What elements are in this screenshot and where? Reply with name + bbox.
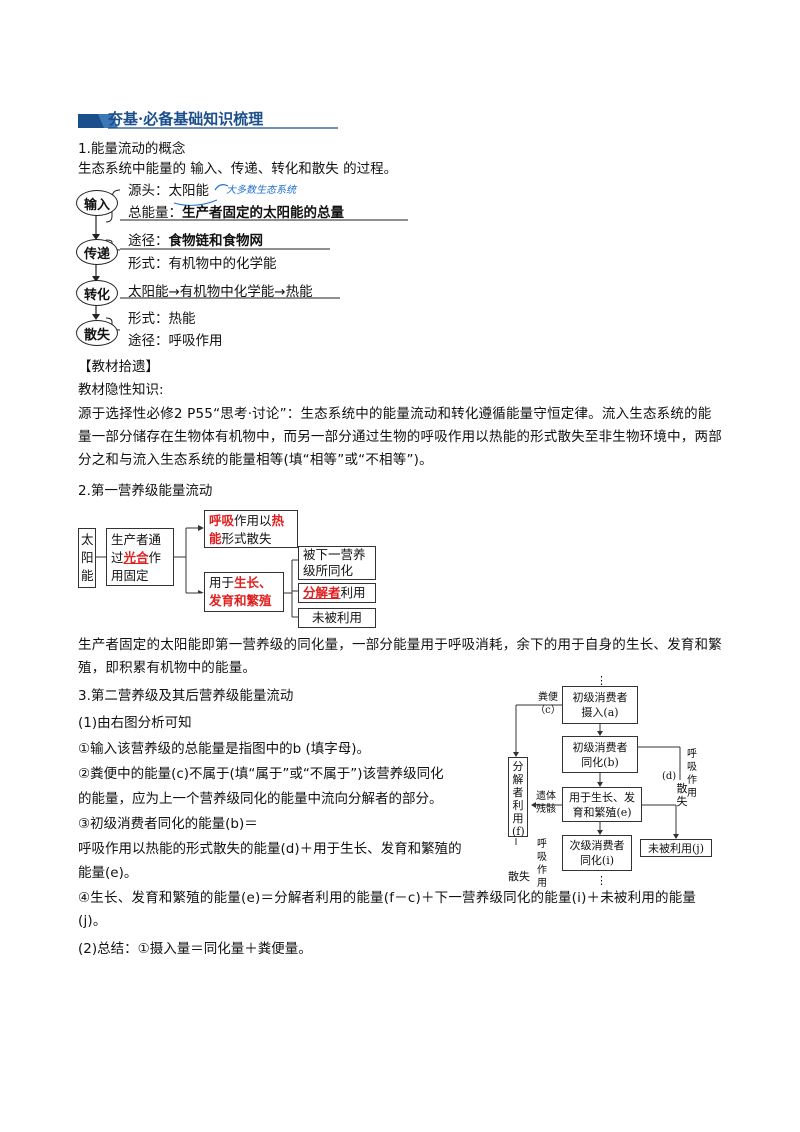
loss-right-label: 散失	[676, 782, 688, 808]
feces-label: 粪便（c）	[535, 692, 561, 716]
convert-chain: 太阳能→有机物中化学能→热能	[128, 284, 313, 300]
textbook-paragraph: 源于选择性必修2 P55“思考·讨论”：生态系统中的能量流动和转化遵循能量守恒定…	[78, 406, 722, 468]
sec2-paragraph: 生产者固定的太阳能即第一营养级的同化量，一部分能量用于呼吸消耗，余下的用于自身的…	[78, 637, 722, 676]
section-header-bar	[78, 114, 338, 129]
resp-left-label: 呼吸作用	[537, 839, 547, 889]
sec3-p5: ④生长、发育和繁殖的能量(e)＝分解者利用的能量(f－c)＋下一营养级同化的能量…	[78, 890, 697, 929]
growth-flow-box: 用于生长、发育和繁殖(e)	[562, 787, 642, 822]
intake-box: 初级消费者摄入(a)	[562, 686, 638, 724]
transfer-form: 形式：有机物中的化学能	[128, 256, 277, 272]
growth-box: 用于生长、发育和繁殖	[204, 572, 284, 612]
dots-top: ⋮	[596, 674, 607, 687]
remains-label: 遗体残骸	[536, 791, 556, 815]
handwritten-note: 大多数生态系统	[226, 185, 296, 196]
sec3-heading: 3.第二营养级及其后营养级能量流动	[78, 688, 294, 704]
dots-bottom: ⋮	[596, 874, 607, 887]
first-level-flow-lines	[96, 525, 298, 618]
transfer-path: 途径：食物链和食物网	[128, 233, 263, 249]
sec3-p4b: 呼吸作用以热能的形式散失的能量(d)＋用于生长、发育和繁殖的	[78, 841, 462, 857]
node-loss: 散失	[76, 320, 118, 346]
next-level-box: 被下一营养级所同化	[298, 546, 376, 580]
sec3-p6: (2)总结：①摄入量＝同化量＋粪便量。	[78, 941, 312, 957]
d-label: (d)	[662, 771, 677, 782]
sec3-p4c: 能量(e)。	[78, 865, 138, 881]
section-header-title: 夯基·必备基础知识梳理	[108, 110, 264, 128]
node-transfer: 传递	[76, 239, 118, 265]
sec2-heading: 2.第一营养级能量流动	[78, 483, 213, 499]
decomposer-flow-box: 分解者利用(f)	[508, 757, 528, 838]
sec3-p2: ①输入该营养级的总能量是指图中的b (填字母)。	[78, 741, 370, 757]
node-convert: 转化	[76, 280, 118, 306]
input-total: 总能量：生产者固定的太阳能的总量	[128, 205, 344, 221]
sec3-p1: (1)由右图分析可知	[78, 715, 192, 731]
loss-path: 途径：呼吸作用	[128, 333, 223, 349]
consumer-flow-lines	[513, 704, 681, 845]
sec3-p3b: 的能量，应为上一个营养级同化的能量中流向分解者的部分。	[78, 791, 443, 807]
sec3-p4a: ③初级消费者同化的能量(b)＝	[78, 816, 258, 832]
input-source: 源头：太阳能	[128, 183, 209, 199]
assim-box: 初级消费者同化(b)	[562, 736, 638, 773]
node-input: 输入	[76, 190, 118, 216]
producer-box: 生产者通过光合作用固定	[106, 528, 174, 586]
sec1-heading: 1.能量流动的概念	[78, 141, 186, 157]
sun-box: 太阳能	[78, 528, 96, 588]
sec1-definition: 生态系统中能量的 输入、传递、转化和散失 的过程。	[78, 161, 398, 177]
resp-right-label: 呼吸作用	[687, 749, 697, 799]
sec3-p3a: ②粪便中的能量(c)不属于(填“属于”或“不属于”)该营养级同化	[78, 766, 444, 782]
loss-left-label: 散失	[508, 870, 530, 883]
loss-form: 形式：热能	[128, 311, 196, 327]
unused-box: 未被利用	[298, 608, 376, 628]
textbook-title: 【教材拾遗】	[78, 359, 159, 375]
unused-flow-box: 未被利用(j)	[640, 839, 712, 857]
decomposer-box: 分解者利用	[298, 583, 376, 603]
respiration-box: 呼吸作用以热能形式散失	[204, 510, 298, 548]
textbook-subtitle: 教材隐性知识:	[78, 382, 164, 398]
next-consumer-box: 次级消费者同化(i)	[562, 835, 632, 871]
